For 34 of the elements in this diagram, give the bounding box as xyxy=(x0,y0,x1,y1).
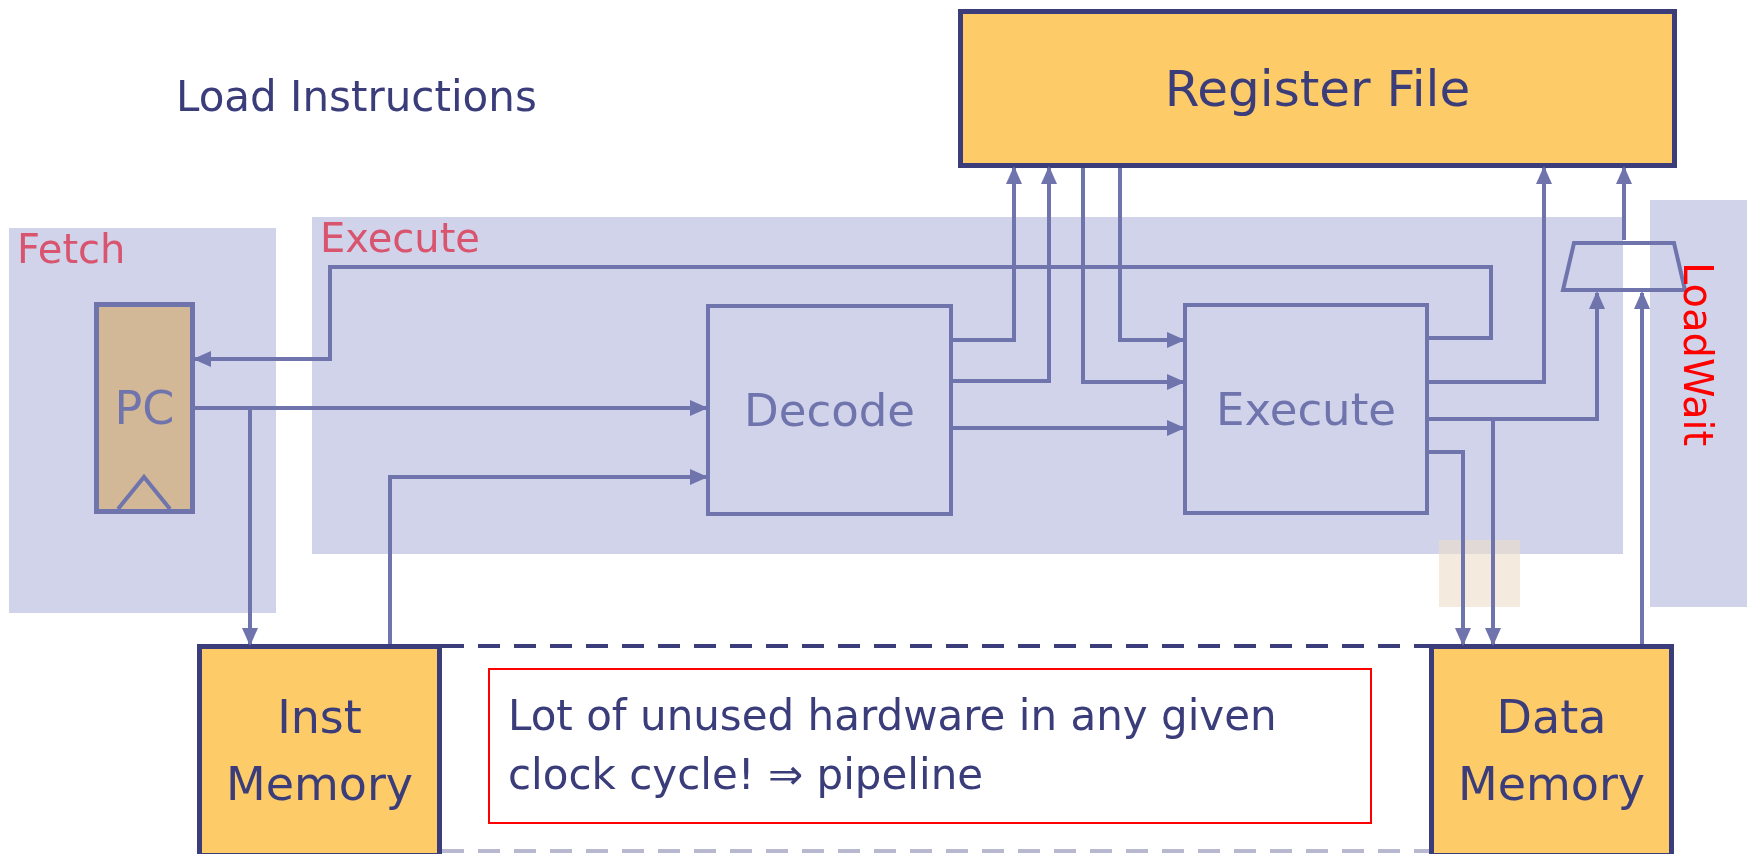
block-label: Register File xyxy=(1164,59,1471,118)
block-label: PC xyxy=(114,381,175,435)
arrow xyxy=(953,420,1185,436)
stage-band xyxy=(312,217,1623,554)
block-label: Decode xyxy=(744,383,915,437)
block-label: Lot of unused hardware in any given clock cycle! ⇒ pipeline xyxy=(507,690,1278,801)
arrow xyxy=(1616,166,1632,240)
block-label: Execute xyxy=(1216,382,1396,436)
block-label: Inst Memory xyxy=(224,689,415,813)
title-text: Load Instructions xyxy=(176,72,537,121)
memory-box xyxy=(197,644,442,854)
arrow xyxy=(1634,291,1650,644)
block-label: Data Memory xyxy=(1456,689,1647,813)
memory-box xyxy=(958,9,1677,168)
connector-line xyxy=(442,644,1429,648)
memory-box xyxy=(1429,644,1674,854)
note-box xyxy=(488,668,1372,824)
register-box xyxy=(94,302,195,514)
process-box xyxy=(706,304,953,516)
connector-line xyxy=(442,849,1429,853)
arrow xyxy=(388,469,708,644)
process-box xyxy=(1183,303,1429,515)
stage-band xyxy=(9,228,276,613)
stage-label: LoadWait xyxy=(1678,262,1718,447)
arrow xyxy=(1081,168,1185,390)
arrow xyxy=(193,265,1493,367)
stage-band xyxy=(1650,200,1747,607)
arrow xyxy=(953,166,1022,342)
arrow xyxy=(1429,450,1471,646)
stage-label: Fetch xyxy=(16,228,126,270)
arrow xyxy=(1429,166,1552,384)
stage-label: Execute xyxy=(319,217,480,259)
arrow xyxy=(1118,168,1185,348)
arrow xyxy=(953,166,1057,383)
